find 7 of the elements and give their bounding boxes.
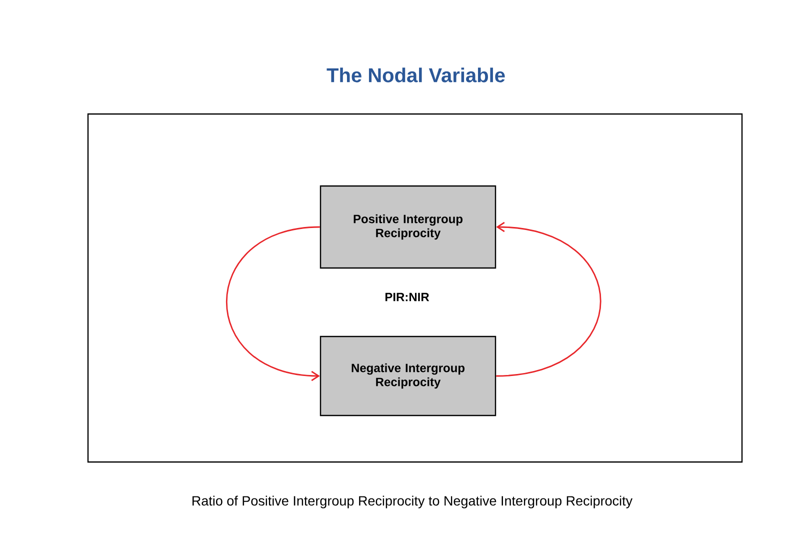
center-label: PIR:NIR <box>385 292 430 302</box>
curved-arrow <box>496 222 602 377</box>
caption: Ratio of Positive Intergroup Reciprocity to Negative Intergroup Reciprocity <box>192 496 632 508</box>
process-box: Positive Intergroup Reciprocity <box>320 185 496 269</box>
process-box: Negative Intergroup Reciprocity <box>320 336 496 416</box>
title: The Nodal Variable <box>326 68 505 82</box>
curved-arrow <box>226 226 320 382</box>
